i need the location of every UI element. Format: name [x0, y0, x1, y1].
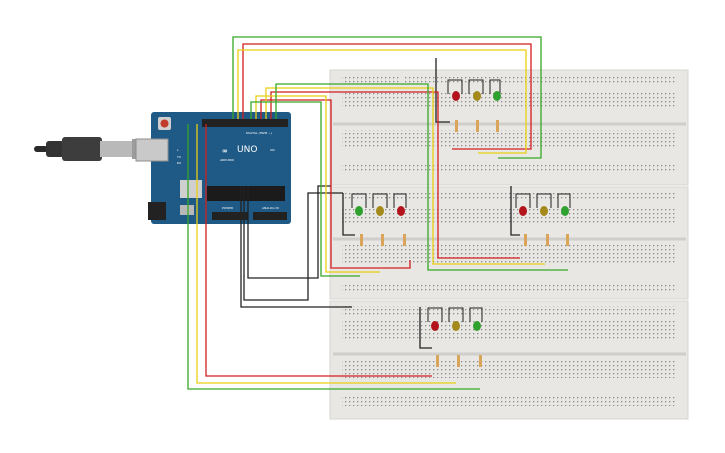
arduino-uno-board: ∞ UNO ARDUINO DIGITAL (PWM ~) POWER ANAL… — [135, 112, 291, 224]
led-green-3 — [561, 206, 569, 216]
resistor-2a — [360, 234, 363, 246]
l-label: L — [177, 148, 179, 152]
led-yellow-1 — [473, 91, 481, 101]
usb-cable-icon — [34, 137, 138, 161]
arduino-logo-icon: ∞ — [222, 147, 228, 155]
resistor-3c — [566, 234, 569, 246]
analog-label: ANALOG IN — [262, 206, 279, 210]
led-red-2 — [397, 206, 405, 216]
breadboard-3 — [329, 300, 689, 420]
breadboard-1 — [329, 69, 689, 186]
led-green-2 — [355, 206, 363, 216]
resistor-1c — [496, 120, 499, 132]
model-label: UNO — [237, 145, 257, 155]
brand-label: ARDUINO — [220, 158, 235, 162]
led-yellow-4 — [452, 321, 460, 331]
breadboard-2 — [329, 186, 689, 300]
led-red-4 — [431, 321, 439, 331]
resistor-2b — [381, 234, 384, 246]
power-label: POWER — [222, 206, 233, 210]
green-wires — [187, 36, 568, 390]
tx-label: TX — [176, 155, 181, 159]
led-green-1 — [493, 91, 501, 101]
resistor-3a — [524, 234, 527, 246]
resistor-3b — [546, 234, 549, 246]
resistor-4a — [436, 355, 439, 367]
resistor-4c — [479, 355, 482, 367]
digital-label: DIGITAL (PWM ~) — [246, 131, 272, 135]
rx-label: RX — [177, 161, 181, 165]
resistor-4b — [457, 355, 460, 367]
led-red-1 — [452, 91, 460, 101]
traffic-light-2 — [351, 193, 407, 246]
led-yellow-3 — [540, 206, 548, 216]
on-label: ON — [270, 148, 275, 152]
black-wires — [240, 58, 520, 349]
yellow-wires — [196, 49, 545, 384]
resistor-1b — [476, 120, 479, 132]
resistor-2c — [403, 234, 406, 246]
traffic-light-1 — [447, 79, 501, 132]
led-red-3 — [519, 206, 527, 216]
traffic-light-4 — [427, 307, 483, 367]
reset-button[interactable] — [160, 119, 169, 128]
red-wires — [205, 43, 532, 377]
traffic-light-3 — [515, 193, 571, 246]
led-yellow-2 — [376, 206, 384, 216]
led-green-4 — [473, 321, 481, 331]
resistor-1a — [455, 120, 458, 132]
